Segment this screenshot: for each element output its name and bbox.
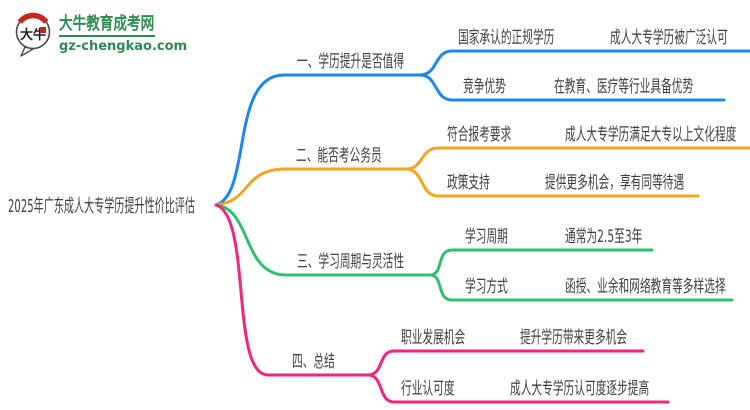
branch-1-child-2-key: 竞争优势 [463,77,506,97]
branch-2-line [214,167,408,207]
branch-2-child-2-key: 政策支持 [447,173,490,193]
branch-3-label: 三、学习周期与灵活性 [297,252,405,272]
branch-2-child-1-value: 成人大专学历满足大专以上文化程度 [565,125,737,145]
branch-1-label: 一、学历提升是否值得 [297,52,405,72]
branch-1-child-1-value: 成人大专学历被广泛认可 [610,28,728,48]
logo-seal-stamp [40,27,46,33]
branch-3-line [214,203,432,277]
branch-1-child-2-line [418,73,726,102]
logo-icon-text: 大牛 [20,27,46,43]
branch-4-label: 四、总结 [292,352,335,372]
site-domain: gz-chengkao.com [59,39,188,54]
branch-3-child-2-key: 学习方式 [465,277,508,297]
logo-text-block: 大牛教育成考网 gz-chengkao.com [59,11,187,54]
branch-4-child-1-value: 提升学历带来更多机会 [520,328,628,348]
branch-4-child-1-line [366,349,645,377]
mindmap-root-title: 2025年广东成人大专学历提升性价比评估 [8,196,195,217]
branch-4-child-2-line [366,373,670,404]
branch-4-child-1-key: 职业发展机会 [401,328,466,348]
branch-3-child-1-key: 学习周期 [465,227,508,247]
branch-2-label: 二、能否考公务员 [296,146,382,166]
branch-3-child-2-value: 函授、业余和网络教育等多样选择 [565,277,726,297]
site-name: 大牛教育成考网 [59,14,155,34]
branch-4-child-2-value: 成人大专学历认可度逐步提高 [510,379,650,399]
branch-3-child-1-line [428,248,654,277]
logo-divider [59,35,155,37]
branch-1-child-1-key: 国家承认的正规学历 [458,28,555,48]
branch-2-child-2-value: 提供更多机会，享有同等待遇 [545,173,685,193]
branch-3-child-2-line [428,273,734,302]
branch-1-child-2-value: 在教育、医疗等行业具备优势 [554,77,694,97]
branch-2-child-2-line [404,167,700,198]
daniu-bull-icon: 大牛 [15,12,51,57]
branch-2-child-1-key: 符合报考要求 [447,125,512,145]
branch-4-line [214,203,370,377]
branch-1-line [214,73,422,207]
branch-1-child-1-line [418,49,750,77]
branch-3-child-1-value: 通常为2.5至3年 [565,227,643,247]
site-logo[interactable]: 大牛 大牛教育成考网 gz-chengkao.com [12,11,187,58]
branch-2-child-1-line [404,146,750,171]
branch-4-child-2-key: 行业认可度 [401,379,455,399]
